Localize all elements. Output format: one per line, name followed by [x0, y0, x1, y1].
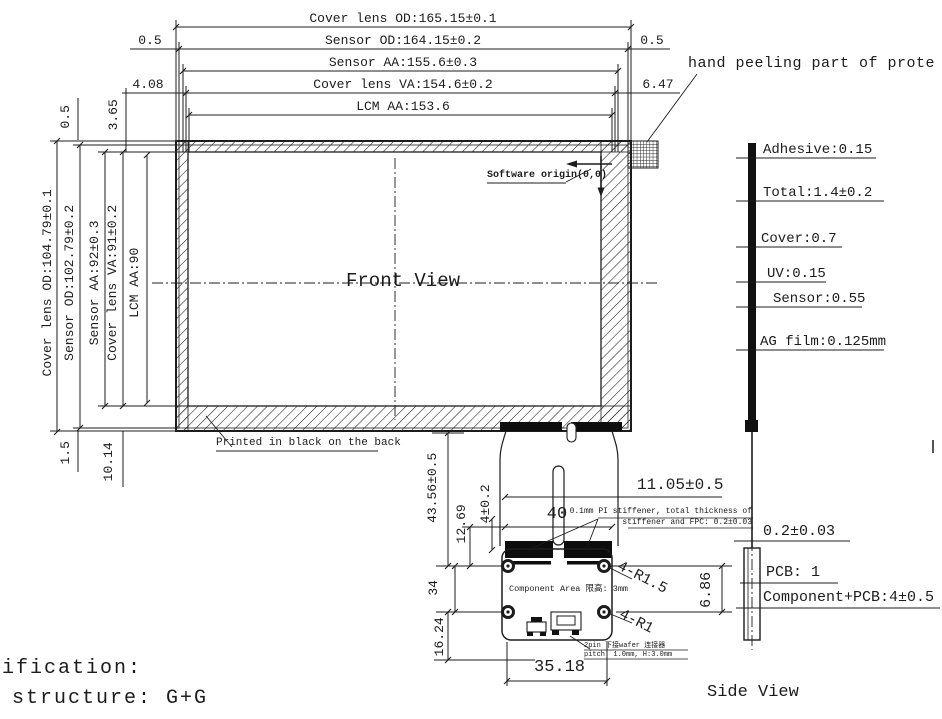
- layer-cover: Cover:0.7: [761, 231, 837, 247]
- dim-corner-15: 1.5: [58, 441, 74, 465]
- dim-cover-lens-va-v: Cover lens VA:91±0.2: [105, 204, 121, 361]
- dim-lcm-aa-v: LCM AA:90: [127, 247, 143, 318]
- footer-structure: structure: G+G: [12, 687, 209, 710]
- stiffener-note-line1: 0.1mm PI stiffener, total thickness of: [569, 507, 752, 516]
- layer-total: Total:1.4±0.2: [763, 185, 873, 201]
- dim-corner-1014: 10.14: [101, 442, 117, 482]
- software-origin-note: Software origin(0,0): [487, 170, 608, 181]
- front-view-caption: Front View: [345, 270, 461, 292]
- dim-686: 6.86: [698, 571, 716, 608]
- dim-02003: 0.2±0.03: [763, 523, 836, 540]
- component-area-note: Component Area 限高: 3mm: [509, 584, 629, 594]
- dim-1269: 12.69: [454, 504, 470, 544]
- dim-offset-top-right: 0.5: [640, 33, 664, 48]
- footer-specification: ification:: [2, 657, 143, 680]
- dim-sensor-aa-v: Sensor AA:92±0.3: [87, 220, 103, 346]
- dim-4356: 43.56±0.5: [425, 452, 441, 523]
- connector-note-line1: 2pin 下接wafer 连接器: [584, 642, 666, 650]
- dim-lcm-aa-h: LCM AA:153.6: [356, 99, 450, 114]
- dim-cover-lens-od-h: Cover lens OD:165.15±0.1: [309, 11, 497, 26]
- hand-peeling-note: hand peeling part of prote: [688, 55, 936, 72]
- stiffener-note-line2: stiffener and FPC: 0.2±0.03: [622, 518, 752, 527]
- dim-cover-lens-od-v: Cover lens OD:104.79±0.1: [40, 189, 56, 377]
- dim-1624: 16.24: [432, 617, 448, 657]
- dim-corner-05: 0.5: [58, 105, 74, 129]
- side-view-caption: Side View: [707, 683, 799, 702]
- layer-adhesive: Adhesive:0.15: [763, 142, 873, 158]
- dim-1105: 11.05±0.5: [637, 476, 724, 494]
- layer-ag-film: AG film:0.125mm: [760, 334, 887, 350]
- dim-sensor-od-h: Sensor OD:164.15±0.2: [324, 33, 482, 48]
- dim-corner-365: 3.65: [106, 99, 122, 131]
- layer-uv: UV:0.15: [767, 266, 826, 282]
- dim-3518: 35.18: [534, 658, 586, 677]
- pcb-label: PCB: 1: [766, 564, 821, 581]
- dim-34: 34: [426, 580, 442, 596]
- connector-note-line2: pitch: 1.0mm, H:3.0mm: [584, 651, 673, 659]
- dim-offset-mid-left: 4.08: [132, 77, 164, 92]
- dim-40: 40: [546, 505, 568, 524]
- dim-cover-lens-va-h: Cover lens VA:154.6±0.2: [313, 77, 493, 92]
- component-pcb-label: Component+PCB:4±0.5: [763, 589, 935, 606]
- dim-offset-top-left: 0.5: [138, 33, 162, 48]
- layer-sensor: Sensor:0.55: [773, 291, 866, 307]
- dim-sensor-od-v: Sensor OD:102.79±0.2: [62, 204, 78, 361]
- dim-402: 4±0.2: [478, 484, 494, 524]
- printed-black-note: Printed in black on the back: [216, 437, 401, 449]
- dim-sensor-aa-h: Sensor AA:155.6±0.3: [328, 55, 478, 70]
- dim-offset-mid-right: 6.47: [642, 77, 674, 92]
